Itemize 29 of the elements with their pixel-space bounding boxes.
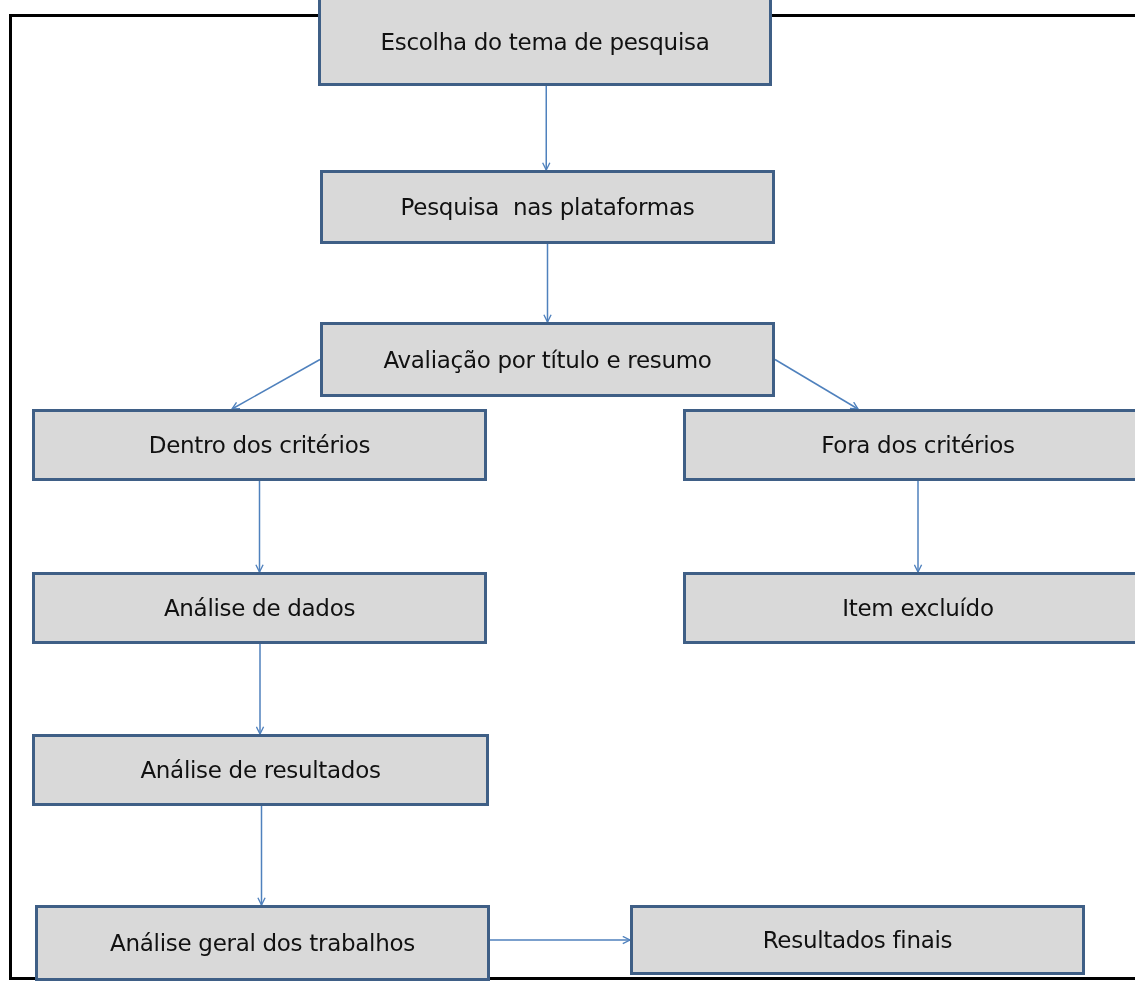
arrow [231,358,321,410]
box-label: Avaliação por título e resumo [383,346,712,373]
box-label: Dentro dos critérios [148,432,371,458]
process-box [630,905,1085,975]
arrow [255,643,265,735]
box-label: Fora dos critérios [821,432,1015,458]
box-label: Resultados finais [762,927,953,953]
arrow [257,805,266,906]
box-label: Pesquisa nas plataformas [400,194,695,220]
process-box [683,409,1135,481]
box-label: Análise de resultados [140,757,381,783]
arrow [542,85,551,171]
box-label: Item excluído [842,595,994,621]
process-box [320,322,775,397]
arrow [913,480,923,573]
process-box [32,734,489,806]
process-box [35,905,490,981]
process-box [320,170,775,244]
box-label: Análise de dados [163,595,356,621]
arrow [489,935,631,945]
arrow [543,243,552,323]
box-label: Escolha do tema de pesquisa [380,28,710,55]
process-box [32,409,487,481]
arrow [255,480,264,573]
process-box [32,572,487,644]
arrow [774,358,859,410]
box-label: Análise geral dos trabalhos [110,930,415,956]
process-box [318,0,772,86]
process-box [683,572,1135,644]
